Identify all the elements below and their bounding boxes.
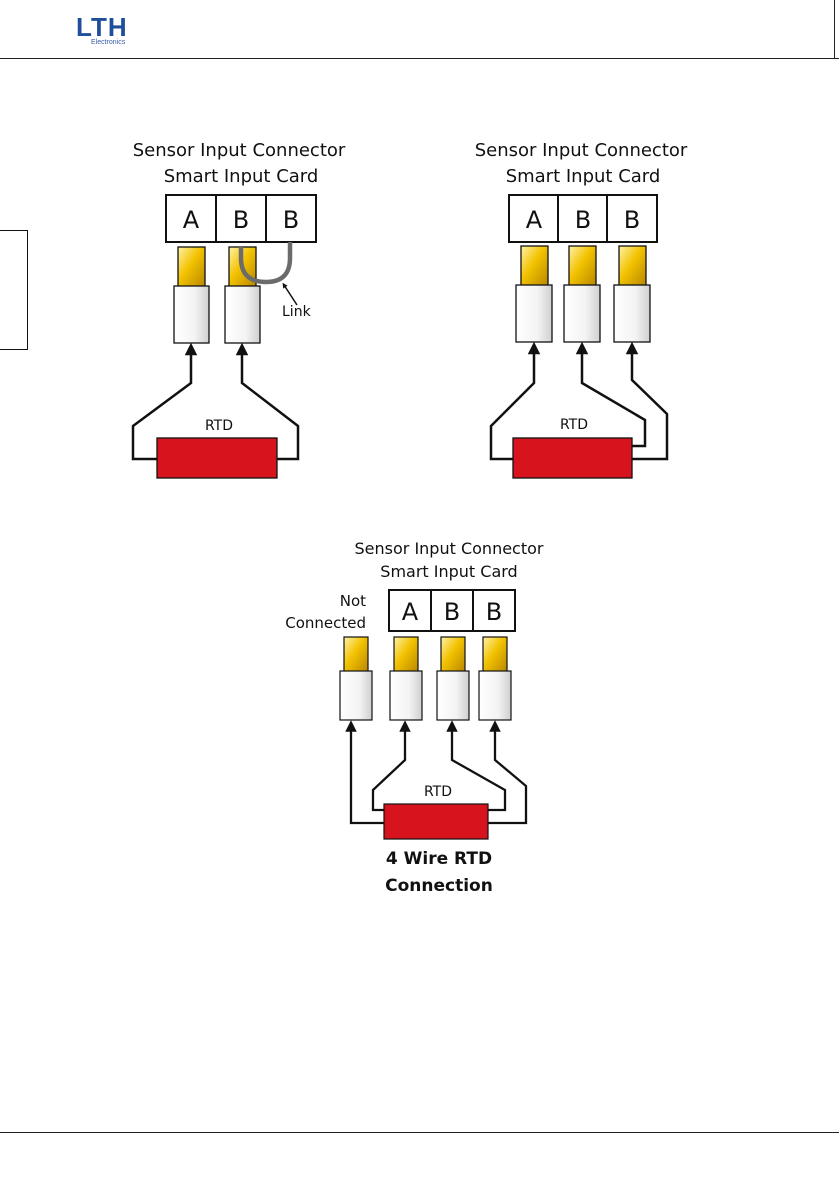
wire-pin xyxy=(614,246,650,342)
connector-subtitle: Smart Input Card xyxy=(380,562,517,581)
terminal-b: B xyxy=(233,206,249,234)
connector-title: Sensor Input Connector xyxy=(133,140,346,161)
terminal-a: A xyxy=(183,206,200,234)
diagram-2wire: Sensor Input Connector Smart Input Card … xyxy=(133,140,346,478)
link-pointer xyxy=(284,285,297,305)
wire-pin xyxy=(564,246,600,342)
not-connected-label: Connected xyxy=(285,614,366,632)
wire-pin xyxy=(174,247,209,343)
terminal-b: B xyxy=(444,598,460,626)
wire-3 xyxy=(452,726,505,810)
diagram-4wire: Sensor Input Connector Smart Input Card … xyxy=(285,539,544,896)
rtd-resistor xyxy=(157,438,277,478)
connector-title: Sensor Input Connector xyxy=(355,539,544,558)
wire-pin xyxy=(479,637,511,720)
terminal-b: B xyxy=(486,598,502,626)
caption-title: 4 Wire RTD xyxy=(386,849,492,869)
wire-b xyxy=(632,348,667,459)
wire-1 xyxy=(351,726,384,823)
rtd-label: RTD xyxy=(560,417,588,433)
wire-b xyxy=(582,348,645,446)
wire-2 xyxy=(373,726,405,810)
wire-pin-not-connected xyxy=(340,637,372,720)
terminal-block: A B B xyxy=(389,590,515,631)
terminal-b: B xyxy=(283,206,299,234)
link-label: Link xyxy=(282,304,312,320)
wire-pin xyxy=(437,637,469,720)
wire-pin xyxy=(390,637,422,720)
caption-subtitle: Connection xyxy=(385,876,493,896)
terminal-b: B xyxy=(575,206,591,234)
not-connected-label: Not xyxy=(340,592,366,610)
diagram-3wire: Sensor Input Connector Smart Input Card … xyxy=(475,140,688,478)
terminal-a: A xyxy=(526,206,543,234)
terminal-b: B xyxy=(624,206,640,234)
wire-4 xyxy=(488,726,526,823)
rtd-label: RTD xyxy=(424,784,452,800)
rtd-resistor xyxy=(384,804,488,839)
connector-subtitle: Smart Input Card xyxy=(164,166,319,187)
connector-subtitle: Smart Input Card xyxy=(506,166,661,187)
terminal-block: A B B xyxy=(509,195,657,242)
terminal-a: A xyxy=(402,598,419,626)
rtd-label: RTD xyxy=(205,418,233,434)
terminal-block: A B B xyxy=(166,195,316,242)
wire-pin xyxy=(516,246,552,342)
connector-title: Sensor Input Connector xyxy=(475,140,688,161)
rtd-resistor xyxy=(513,438,632,478)
